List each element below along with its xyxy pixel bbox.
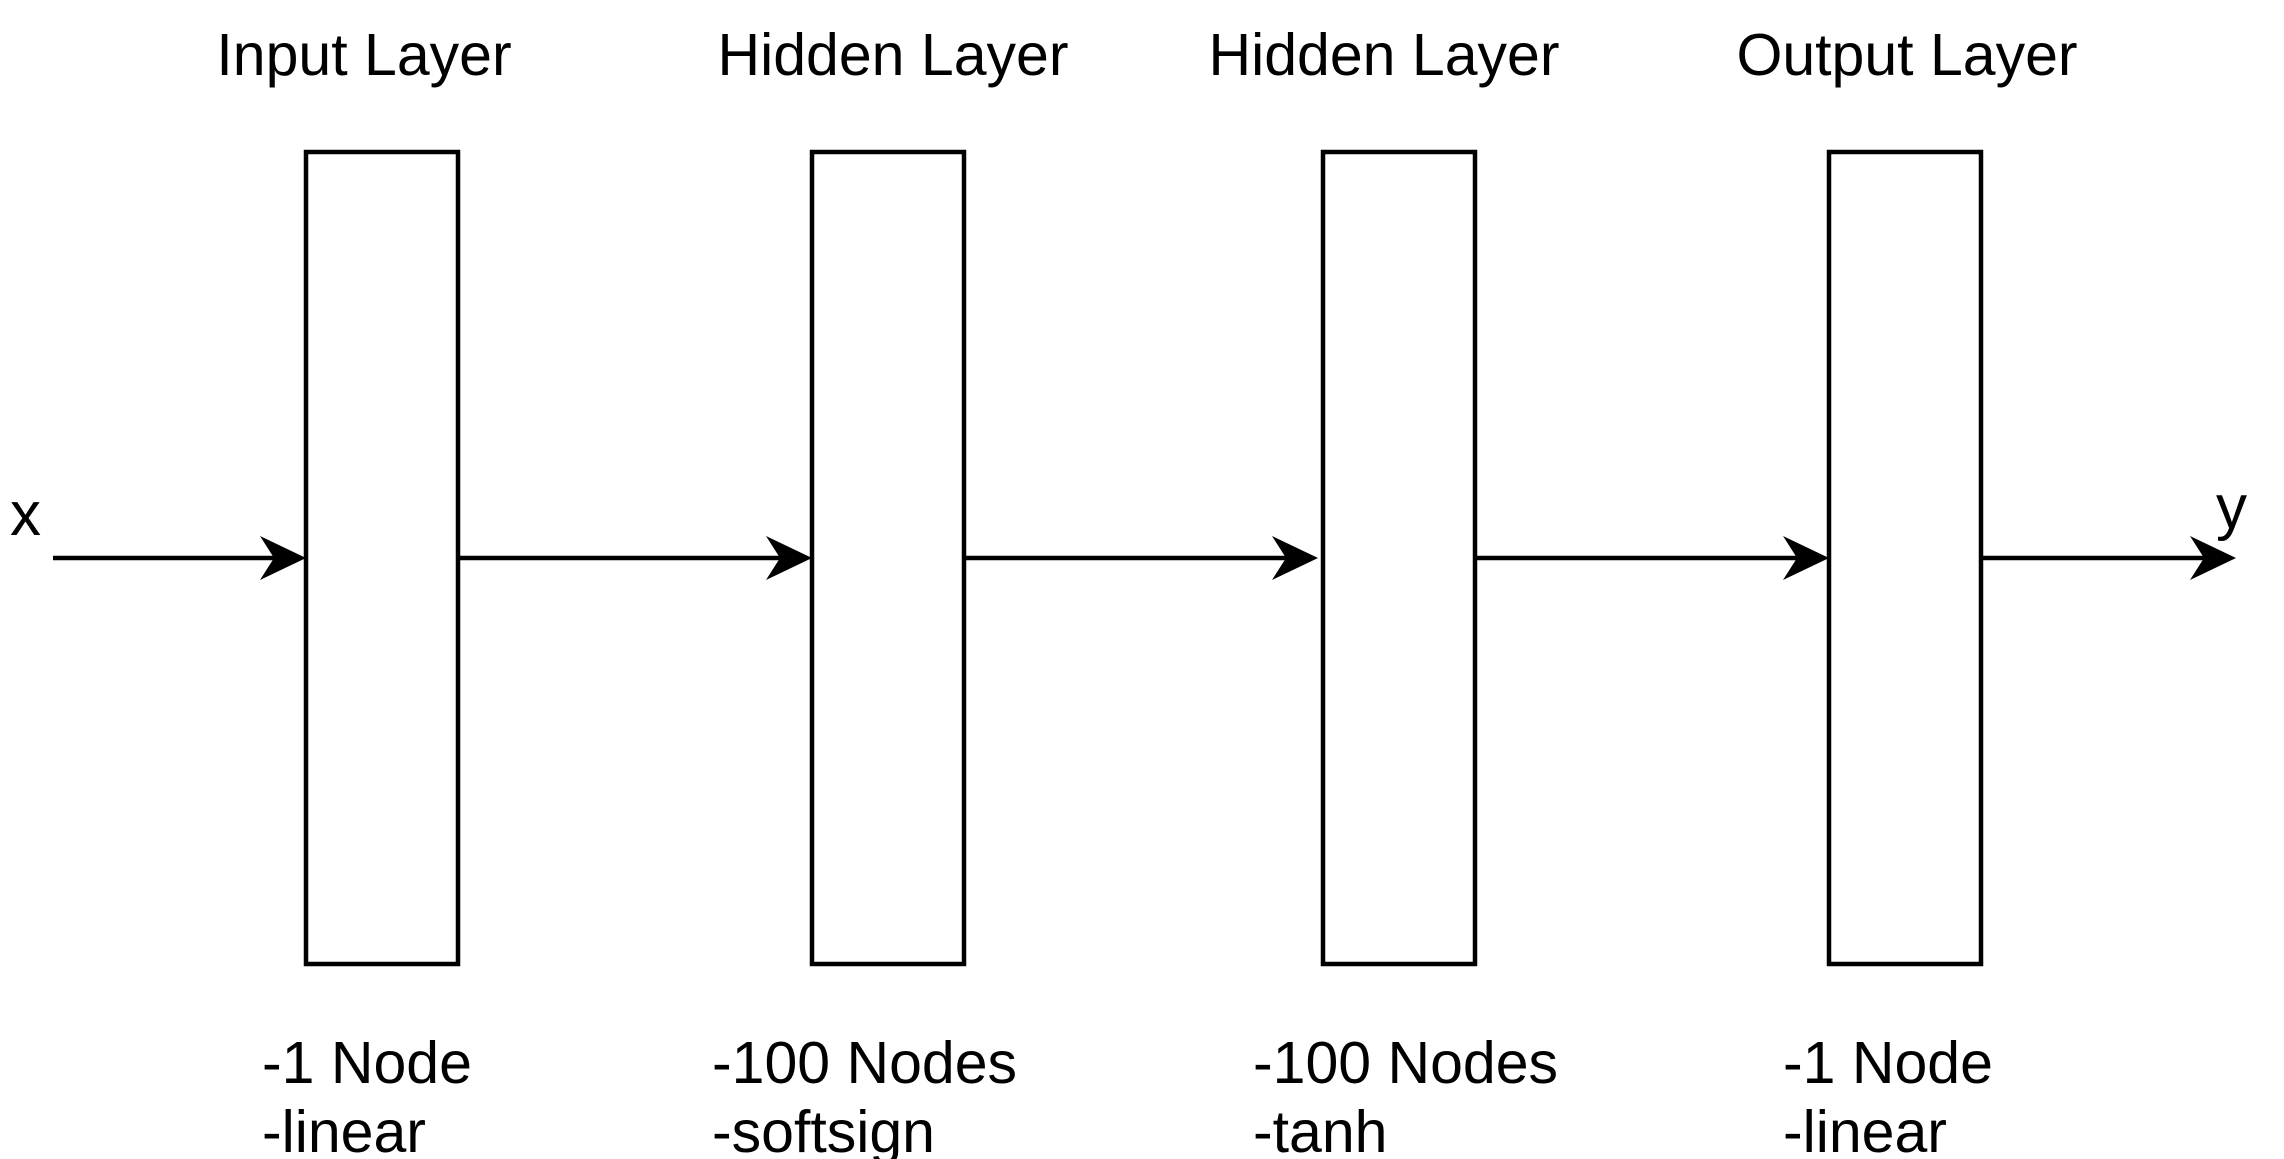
layer-title-hidden-1: Hidden Layer xyxy=(718,22,1069,88)
layer-box-input xyxy=(303,149,461,967)
layer-nodes-hidden-2: -100 Nodes xyxy=(1253,1030,1558,1096)
output-label: y xyxy=(2216,473,2247,542)
layer-nodes-output: -1 Node xyxy=(1783,1030,1993,1096)
layer-nodes-input: -1 Node xyxy=(262,1030,472,1096)
layer-box-hidden-2 xyxy=(1320,149,1478,967)
arrowhead-layer-4-to-output xyxy=(2190,536,2236,580)
arrowhead-layer-1-to-layer-2 xyxy=(766,536,812,580)
input-label: x xyxy=(10,480,41,549)
layer-title-input: Input Layer xyxy=(216,22,511,88)
layer-box-output xyxy=(1826,149,1984,967)
layer-activation-output: -linear xyxy=(1783,1099,1947,1159)
layer-box-hidden-1 xyxy=(809,149,967,967)
arrowhead-layer-3-to-layer-4 xyxy=(1783,536,1829,580)
arrowhead-input-to-layer-1 xyxy=(260,536,306,580)
layer-title-hidden-2: Hidden Layer xyxy=(1209,22,1560,88)
layer-activation-hidden-2: -tanh xyxy=(1253,1099,1387,1159)
layer-title-output: Output Layer xyxy=(1736,22,2077,88)
arrowhead-layer-2-to-layer-3 xyxy=(1272,536,1318,580)
layer-activation-hidden-1: -softsign xyxy=(712,1099,935,1159)
layer-nodes-hidden-1: -100 Nodes xyxy=(712,1030,1017,1096)
layer-activation-input: -linear xyxy=(262,1099,426,1159)
